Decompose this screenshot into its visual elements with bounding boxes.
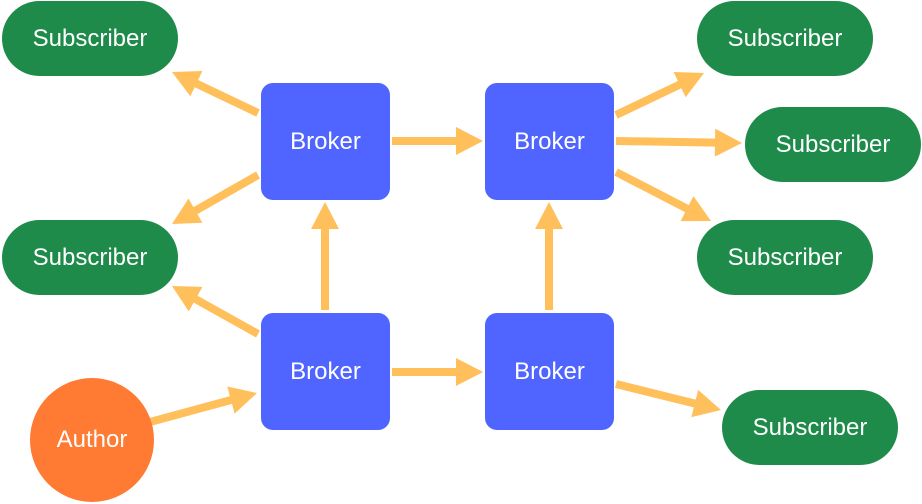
arrowhead-icon	[673, 71, 704, 98]
arrow-broker-top-right-to-subscriber-right-top	[614, 71, 704, 119]
arrowhead-icon	[311, 202, 339, 229]
arrow-shaft	[191, 171, 260, 216]
arrow-broker-top-left-to-broker-top-right	[392, 127, 483, 155]
arrow-broker-top-left-to-subscriber-left-middle	[172, 171, 260, 224]
arrow-broker-top-left-to-subscriber-left-top	[172, 70, 260, 117]
arrow-broker-bottom-left-to-broker-bottom-right	[392, 358, 483, 386]
arrowhead-icon	[691, 389, 721, 418]
arrow-shaft	[148, 395, 234, 426]
arrow-shaft	[191, 294, 260, 338]
arrow-broker-bottom-left-to-subscriber-left-middle	[172, 286, 260, 338]
subscriber-right-top[interactable]: Subscriber	[697, 1, 873, 76]
arrowhead-icon	[227, 386, 257, 414]
subscriber-left-middle[interactable]: Subscriber	[2, 220, 178, 295]
broker-bottom-right[interactable]: Broker	[485, 313, 614, 430]
arrow-shaft	[615, 380, 698, 408]
arrowhead-icon	[680, 196, 711, 222]
arrowhead-icon	[456, 127, 483, 155]
subscriber-right-bottom[interactable]: Subscriber	[722, 390, 898, 465]
arrow-broker-top-right-to-subscriber-right-lower-middle	[614, 168, 711, 222]
subscriber-left-top[interactable]: Subscriber	[2, 1, 178, 76]
broker-top-right[interactable]: Broker	[485, 83, 614, 200]
arrow-shaft	[614, 80, 684, 119]
arrowhead-icon	[172, 198, 203, 224]
arrowhead-icon	[535, 202, 563, 229]
arrow-author-to-broker-bottom-left	[148, 386, 257, 426]
arrow-shaft	[615, 137, 718, 147]
arrowhead-icon	[172, 286, 203, 312]
broker-bottom-left[interactable]: Broker	[261, 313, 390, 430]
arrowhead-icon	[714, 128, 742, 157]
subscriber-right-lower-middle[interactable]: Subscriber	[697, 220, 873, 295]
arrow-broker-top-right-to-subscriber-right-upper-middle	[615, 128, 742, 157]
broker-top-left[interactable]: Broker	[261, 83, 390, 200]
arrow-shaft	[614, 168, 691, 214]
arrow-shaft	[192, 79, 260, 117]
subscriber-right-upper-middle[interactable]: Subscriber	[745, 107, 921, 182]
arrowhead-icon	[172, 70, 203, 97]
arrow-broker-bottom-left-to-broker-top-left	[311, 202, 339, 310]
author-node[interactable]: Author	[30, 378, 154, 502]
arrowhead-icon	[456, 358, 483, 386]
arrow-broker-bottom-right-to-subscriber-right-bottom	[615, 380, 721, 418]
arrow-broker-bottom-right-to-broker-top-right	[535, 202, 563, 310]
